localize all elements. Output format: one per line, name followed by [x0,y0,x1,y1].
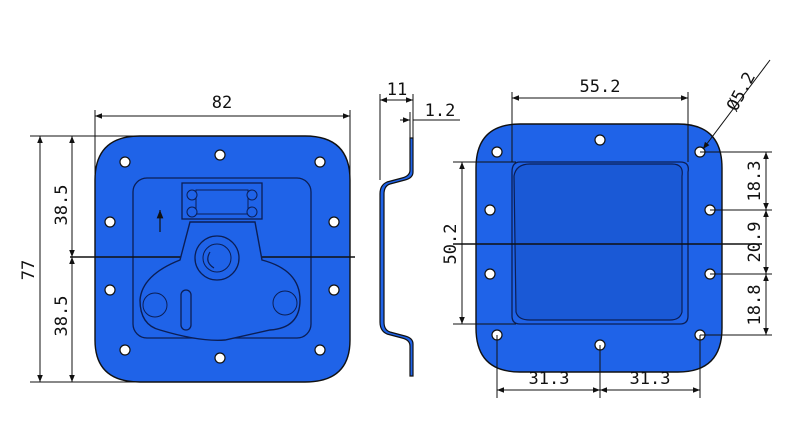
back-mount-hole [484,204,496,216]
side-profile [379,137,414,377]
back-mount-hole [491,146,503,158]
butterfly-latch-handle [139,221,301,341]
back-height-dimension: 50.2 [441,161,516,325]
side-depth-dimension: 11 [379,80,414,180]
front-width-label: 82 [212,93,232,113]
front-height-dimension: 77 [19,135,140,383]
hinge-bracket [181,182,263,220]
front-mount-hole [119,156,131,168]
back-height-label: 50.2 [441,224,461,265]
back-view: 55.2 Ø5.2 50.2 18.3 20.9 18.8 [441,59,772,398]
back-hole-spacing-vertical: 18.3 20.9 18.8 [700,151,772,336]
side-thickness-label: 1.2 [425,101,456,121]
front-height-label: 77 [19,260,39,280]
hole-spacing-left-label: 31.3 [529,369,570,389]
back-width-label: 55.2 [580,77,621,97]
hole-diameter-label: Ø5.2 [723,69,760,115]
back-recess-outer [511,161,689,325]
front-mount-hole [328,284,340,296]
front-mount-hole [214,352,226,364]
hole-spacing-top-label: 18.3 [745,161,765,202]
back-hole-spacing-horizontal: 31.3 31.3 [496,335,701,398]
front-mount-hole [104,284,116,296]
front-mount-hole [119,344,131,356]
back-width-dimension: 55.2 [511,77,689,162]
front-view: 82 77 38.5 38.5 [19,93,355,383]
front-lower-half-label: 38.5 [52,296,72,337]
front-mount-hole [104,216,116,228]
front-mount-hole [314,344,326,356]
side-thickness-dimension: 1.2 [400,101,460,138]
back-mount-hole [484,268,496,280]
back-recess-inner [513,163,683,321]
front-upper-half-label: 38.5 [52,185,72,226]
front-mount-hole [328,216,340,228]
front-mount-hole [314,156,326,168]
hole-spacing-middle-label: 20.9 [745,222,765,263]
side-view: 11 1.2 [379,80,460,377]
hole-spacing-bottom-label: 18.8 [745,285,765,326]
front-half-dimensions: 38.5 38.5 [52,136,75,382]
front-width-dimension: 82 [94,93,351,180]
front-mount-hole [214,149,226,161]
hole-spacing-right-label: 31.3 [630,369,671,389]
hole-diameter-callout: Ø5.2 [702,59,771,150]
back-mount-hole [594,134,606,146]
side-depth-label: 11 [387,80,407,100]
